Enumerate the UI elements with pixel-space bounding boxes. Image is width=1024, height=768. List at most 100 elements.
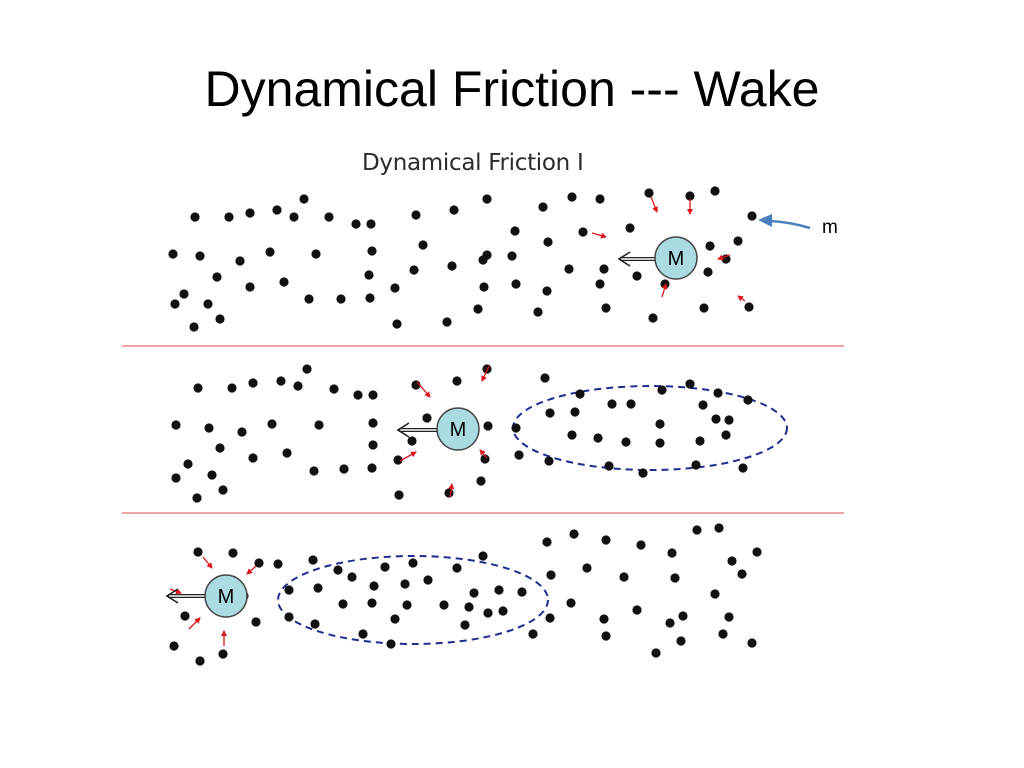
- particle-dot: [284, 585, 294, 595]
- particle-dot: [203, 299, 213, 309]
- particle-dot: [449, 205, 459, 215]
- particle-dot: [207, 470, 217, 480]
- particle-dot: [747, 211, 757, 221]
- particle-dot: [483, 608, 493, 618]
- particle-dot: [310, 619, 320, 629]
- particle-pointer: m: [758, 214, 838, 238]
- particle-dot: [575, 389, 585, 399]
- particle-dot: [476, 476, 486, 486]
- particle-dot: [678, 611, 688, 621]
- particle-dot: [254, 558, 264, 568]
- particle-dot: [655, 438, 665, 448]
- particle-dot: [195, 656, 205, 666]
- particle-dot: [293, 381, 303, 391]
- particle-dot: [595, 279, 605, 289]
- particle-dot: [483, 421, 493, 431]
- particle-dot: [338, 599, 348, 609]
- particle-dot: [567, 430, 577, 440]
- particle-dot: [578, 227, 588, 237]
- particle-dot: [655, 419, 665, 429]
- particle-dot: [351, 219, 361, 229]
- pointer-arrow: [769, 219, 811, 230]
- particle-dot: [738, 463, 748, 473]
- particle-dot: [407, 436, 417, 446]
- particle-dot: [703, 267, 713, 277]
- particle-dot: [224, 212, 234, 222]
- particle-dot: [180, 611, 190, 621]
- particle-dot: [364, 270, 374, 280]
- particle-dot: [366, 219, 376, 229]
- particle-dot: [657, 385, 667, 395]
- particle-dot: [567, 192, 577, 202]
- particle-dot: [511, 423, 521, 433]
- particle-dot: [183, 459, 193, 469]
- particle-dot: [409, 265, 419, 275]
- particle-dot: [193, 547, 203, 557]
- particle-dot: [386, 639, 396, 649]
- particle-dot: [392, 319, 402, 329]
- particle-dot: [533, 307, 543, 317]
- particle-dot: [367, 246, 377, 256]
- particle-dot: [347, 572, 357, 582]
- particle-dot: [498, 606, 508, 616]
- particle-dot: [418, 240, 428, 250]
- particle-dot: [507, 251, 517, 261]
- particle-dot: [228, 548, 238, 558]
- particle-dot: [245, 282, 255, 292]
- particle-dot: [545, 613, 555, 623]
- mass-label: M: [668, 248, 685, 270]
- particle-dot: [452, 563, 462, 573]
- particle-dot: [710, 589, 720, 599]
- pull-arrow: [246, 565, 257, 575]
- particle-dot: [733, 236, 743, 246]
- particle-dot: [265, 247, 275, 257]
- particle-dot: [593, 433, 603, 443]
- particle-dot: [447, 261, 457, 271]
- pull-arrow: [399, 451, 417, 462]
- particle-dot: [402, 600, 412, 610]
- particle-dot: [511, 279, 521, 289]
- particle-dot: [369, 581, 379, 591]
- particle-dot: [517, 587, 527, 597]
- particle-dot: [544, 456, 554, 466]
- particle-dot: [625, 223, 635, 233]
- particle-dot: [394, 490, 404, 500]
- particle-dot: [744, 302, 754, 312]
- particle-dot: [358, 629, 368, 639]
- particle-dot: [339, 464, 349, 474]
- particle-dot: [599, 614, 609, 624]
- particle-dot: [570, 407, 580, 417]
- particle-dot: [267, 419, 277, 429]
- particle-dot: [638, 468, 648, 478]
- particle-dot: [542, 286, 552, 296]
- particle-dot: [333, 565, 343, 575]
- wake-ellipse-panel-3: [277, 555, 549, 645]
- particle-dot: [710, 186, 720, 196]
- particle-dot: [743, 395, 753, 405]
- particle-dot: [619, 572, 629, 582]
- particle-dot: [308, 555, 318, 565]
- particle-dot: [218, 649, 228, 659]
- particle-dot: [698, 400, 708, 410]
- particle-dot: [282, 448, 292, 458]
- particle-dot: [685, 379, 695, 389]
- particle-dot: [667, 548, 677, 558]
- particle-dot: [273, 559, 283, 569]
- particle-dot: [479, 282, 489, 292]
- particle-dot: [193, 383, 203, 393]
- particle-dot: [714, 523, 724, 533]
- particle-dot: [329, 384, 339, 394]
- particle-dot: [685, 191, 695, 201]
- particle-dot: [279, 277, 289, 287]
- particle-dot: [543, 237, 553, 247]
- particle-dot: [514, 450, 524, 460]
- particle-dot: [480, 454, 490, 464]
- mass-body-panel-2: M: [396, 407, 480, 451]
- particle-dot: [368, 418, 378, 428]
- particle-dot: [390, 283, 400, 293]
- particle-dot: [626, 399, 636, 409]
- particle-dot: [542, 537, 552, 547]
- particle-dot: [510, 226, 520, 236]
- particle-dot: [309, 466, 319, 476]
